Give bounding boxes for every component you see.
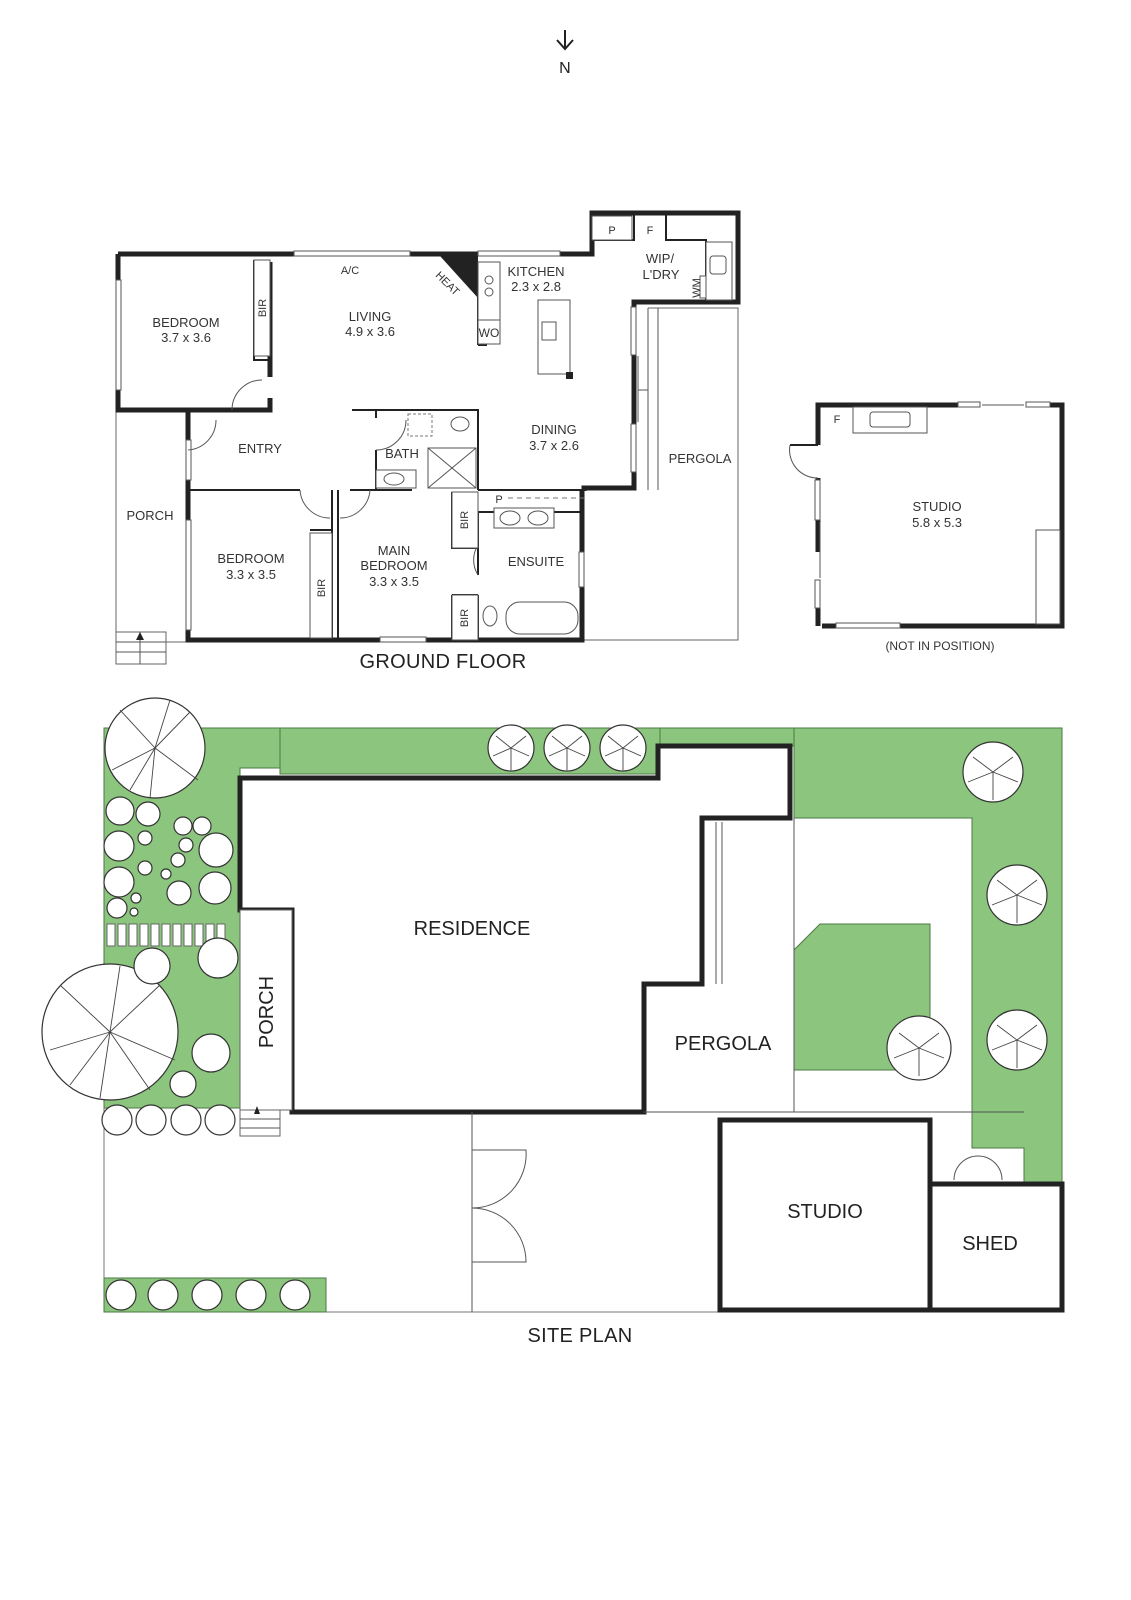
fridge-label: F bbox=[647, 225, 654, 237]
lawn-east bbox=[793, 727, 1063, 1183]
shed-outline bbox=[927, 1181, 1065, 1313]
tree-icon bbox=[104, 697, 206, 799]
shed-label: SHED bbox=[962, 1233, 1018, 1255]
site-plan: RESIDENCE PORCH PERGOLA STUDIO SHED SITE… bbox=[41, 697, 1065, 1347]
tree-icon bbox=[986, 864, 1048, 926]
room-size: 2.3 x 2.8 bbox=[511, 279, 561, 294]
ac-label: A/C bbox=[341, 265, 359, 277]
pantry-label: P bbox=[608, 225, 615, 237]
tree-icon bbox=[599, 724, 647, 772]
ground-floor-title: GROUND FLOOR bbox=[360, 651, 527, 673]
sink-icon bbox=[541, 321, 557, 341]
tree-icon bbox=[487, 724, 535, 772]
room-label: PORCH bbox=[127, 508, 174, 523]
room-size: 3.7 x 3.6 bbox=[161, 330, 211, 345]
room-label: KITCHEN bbox=[507, 264, 564, 279]
room-size: 3.3 x 3.5 bbox=[226, 567, 276, 582]
room-label: BEDROOM bbox=[360, 558, 427, 573]
tree-icon bbox=[986, 1009, 1048, 1071]
wall-oven bbox=[477, 319, 501, 345]
room-label: LIVING bbox=[349, 309, 392, 324]
room-label: BEDROOM bbox=[217, 551, 284, 566]
bathtub bbox=[505, 601, 579, 635]
tree-icon bbox=[886, 1015, 952, 1081]
room-label: L'DRY bbox=[643, 267, 680, 282]
room-label: DINING bbox=[531, 422, 577, 437]
studio-label: STUDIO bbox=[787, 1201, 863, 1223]
toilet-icon bbox=[450, 416, 470, 432]
bir-label: BIR bbox=[257, 299, 269, 317]
room-label: MAIN bbox=[378, 543, 411, 558]
bir-label: BIR bbox=[459, 511, 471, 529]
ground-floor-plan bbox=[115, 210, 741, 665]
room-label: PERGOLA bbox=[669, 451, 732, 466]
room-size: 4.9 x 3.6 bbox=[345, 324, 395, 339]
room-label: ENTRY bbox=[238, 441, 282, 456]
pergola-label: PERGOLA bbox=[675, 1033, 772, 1055]
room-label: ENSUITE bbox=[508, 554, 565, 569]
tree-icon bbox=[543, 724, 591, 772]
north-label: N bbox=[559, 60, 571, 77]
bir-label: BIR bbox=[459, 609, 471, 627]
room-label: BEDROOM bbox=[152, 315, 219, 330]
room-size: 3.7 x 2.6 bbox=[529, 438, 579, 453]
north-arrow-icon bbox=[556, 30, 574, 51]
room-label: WIP/ bbox=[646, 251, 675, 266]
site-plan-title: SITE PLAN bbox=[528, 1325, 633, 1347]
stepping-pavers bbox=[106, 923, 226, 947]
porch-area bbox=[115, 409, 189, 643]
porch-label: PORCH bbox=[256, 976, 278, 1048]
pergola-area bbox=[584, 307, 739, 641]
tree-icon bbox=[41, 963, 179, 1101]
room-label: BATH bbox=[385, 446, 419, 461]
studio-plan: F STUDIO 5.8 x 5.3 (NOT IN POSITION) bbox=[789, 401, 1065, 653]
window bbox=[293, 250, 411, 257]
wall-oven-label: WO bbox=[479, 326, 500, 340]
residence-label: RESIDENCE bbox=[414, 918, 531, 940]
sink-icon bbox=[869, 411, 911, 428]
room-label: STUDIO bbox=[912, 499, 961, 514]
room-size: 5.8 x 5.3 bbox=[912, 515, 962, 530]
bir-label: BIR bbox=[316, 579, 328, 597]
fridge-label: F bbox=[834, 414, 841, 426]
room-size: 3.3 x 3.5 bbox=[369, 574, 419, 589]
tree-icon bbox=[962, 741, 1024, 803]
linen-press-label: P bbox=[495, 494, 502, 506]
washing-machine-label: WM bbox=[691, 278, 703, 298]
studio-position-note: (NOT IN POSITION) bbox=[885, 639, 994, 653]
shrub-icons bbox=[101, 796, 311, 1311]
